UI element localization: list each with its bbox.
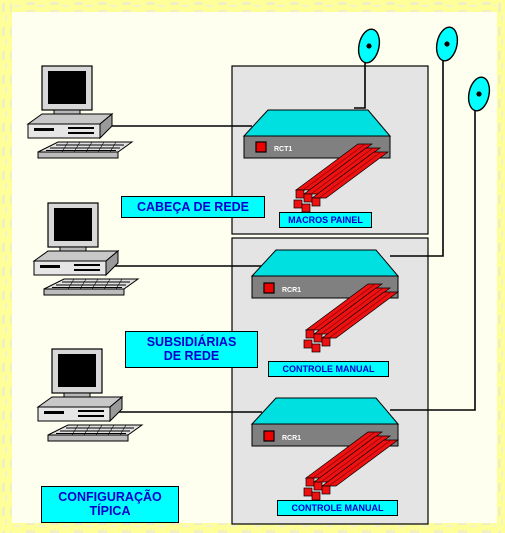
frame-top (0, 0, 505, 12)
panel-label-manual-2: CONTROLE MANUAL (277, 500, 398, 517)
device-label: RCR1 (282, 287, 301, 294)
status-led-icon (255, 141, 267, 153)
label-subsidiaries: SUBSIDIÁRIAS DE REDE (125, 331, 258, 368)
label-typical-config: CONFIGURAÇÃO TÍPICA (41, 486, 179, 523)
frame-left (0, 0, 12, 533)
label-head-network: CABEÇA DE REDE (121, 196, 265, 219)
rack-device-2: RCR1 (250, 249, 400, 353)
rack-device-3: RCR1 (250, 397, 400, 501)
device-label: RCT1 (274, 146, 292, 153)
antenna-1 (354, 26, 384, 109)
frame-right (497, 0, 505, 533)
frame-bottom (0, 523, 505, 533)
rack-device-1: RCT1 (242, 109, 392, 213)
antenna-2 (390, 24, 462, 257)
status-led-icon (263, 430, 275, 442)
panel-label-manual-1: CONTROLE MANUAL (268, 361, 389, 378)
antenna-3 (390, 74, 494, 411)
status-led-icon (263, 282, 275, 294)
device-label: RCR1 (282, 435, 301, 442)
panel-label-macros: MACROS PAINEL (279, 212, 372, 229)
